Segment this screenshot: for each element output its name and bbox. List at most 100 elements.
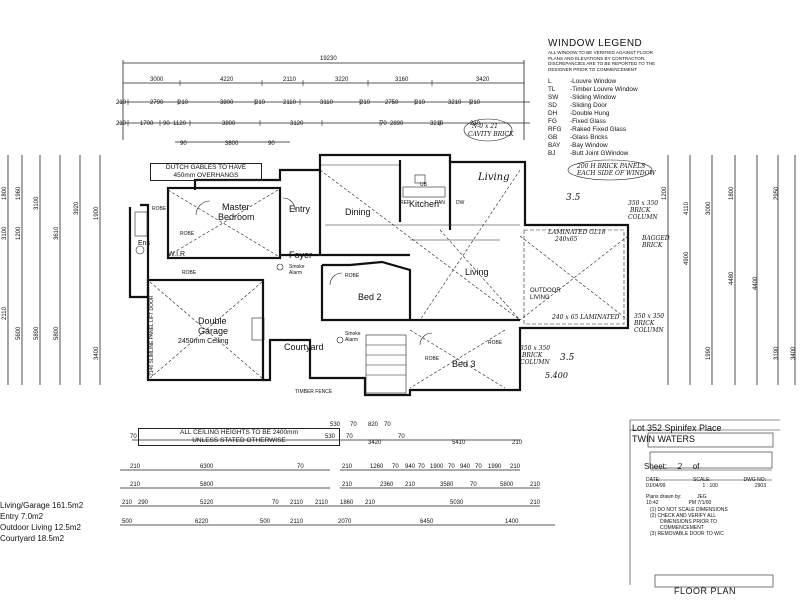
dim-right-6: 4480 — [729, 271, 735, 285]
dim-right-10: 3400 — [791, 346, 797, 360]
dim-r2-7: 210 — [360, 100, 371, 106]
note-gables-line: 450mm OVERHANGS — [173, 172, 239, 179]
cloud-note-cavity — [463, 118, 513, 142]
note-col-a3: COLUMN — [628, 214, 658, 221]
dim-b4-4: 2070 — [338, 519, 352, 525]
label-garage-door: 2146 SLIMLINE PANEL LIFT DOOR — [149, 295, 155, 376]
scale-label: SCALE: — [693, 477, 711, 483]
dim-b2-4: 210 — [405, 482, 416, 488]
dim-left-11: 5800 — [54, 326, 60, 340]
note-col-b2: BRICK — [633, 320, 655, 327]
label-robe-1: ROBE — [152, 206, 167, 212]
note-col-c1: 350 x 350 — [520, 345, 550, 352]
legend-code: TL — [548, 86, 556, 94]
dim-b3-8: 5030 — [450, 500, 464, 506]
print-date: PM 7/1/00 — [688, 500, 712, 506]
dim-ub-9: 5410 — [452, 440, 466, 446]
sheet-of-label: of — [692, 462, 700, 471]
drawing-rect — [414, 174, 426, 184]
dim-b1-9: 70 — [448, 464, 455, 470]
dim-b1-4: 1260 — [370, 464, 384, 470]
legend-code: FG — [548, 118, 557, 126]
dim-b2-2: 210 — [342, 482, 353, 488]
dim-b3-5: 2110 — [315, 500, 329, 506]
drawing-line — [167, 189, 279, 257]
dim-r3-0: 210 — [116, 121, 127, 127]
dim-b1-6: 940 — [405, 464, 416, 470]
room-entry: Entry — [289, 204, 311, 214]
note-ceiling-heights: ALL CEILING HEIGHTS TO BE 2400mm UNLESS … — [138, 428, 340, 446]
drawing-rect — [647, 432, 774, 448]
label-smoke-1: Smoke — [289, 264, 305, 270]
dim-b4-1: 6220 — [195, 519, 209, 525]
label-robe-6: ROBE — [425, 356, 440, 362]
dim-b3-7: 210 — [365, 500, 376, 506]
dim-ub-0: 70 — [130, 434, 137, 440]
room-bed3: Bed 3 — [452, 359, 476, 369]
area-item: Courtyard 18.5m2 — [0, 534, 65, 543]
dim-b3-4: 2110 — [290, 500, 304, 506]
drawing-path — [195, 200, 211, 216]
dim-ub-3: 820 — [368, 422, 379, 428]
drawn-by-value: JEG — [696, 494, 707, 500]
legend-code: BJ — [548, 150, 556, 158]
dim-right-4: 4900 — [684, 251, 690, 265]
legend-code: BAY — [548, 142, 561, 150]
sheet-number: Sheet: 2 of — [644, 462, 699, 471]
legend-item: SD-Sliding Door — [548, 102, 698, 110]
dim-b1-10: 940 — [460, 464, 471, 470]
dim-b2-3: 2360 — [380, 482, 394, 488]
dim-b1-12: 1990 — [488, 464, 502, 470]
dim-left-10: 5890 — [34, 326, 40, 340]
dim-r3-5: 3120 — [290, 121, 304, 127]
date-label: DATE: — [646, 477, 661, 483]
room-dining: Dining — [345, 207, 371, 217]
dim-right-8: 1990 — [706, 346, 712, 360]
dim-b3-3: 70 — [272, 500, 279, 506]
label-smoke-3: Smoke — [345, 331, 361, 337]
drawn-by-label: Plans drawn by: — [646, 494, 682, 500]
wall-ensuite — [128, 203, 150, 299]
legend-item: BAY-Bay Window — [548, 142, 698, 150]
room-kitchen: Kitchen — [409, 199, 439, 209]
note-beam-2: EACH SIDE OF WINDOW — [576, 170, 657, 177]
dim-b4-0: 500 — [122, 519, 133, 525]
room-master-line1: Master — [222, 202, 250, 212]
dim-ub-8: 70 — [398, 434, 405, 440]
label-robe-3: ROBE — [182, 270, 197, 276]
dim-left-2: 2110 — [2, 306, 8, 320]
note-bagged-1: BAGGED — [641, 235, 670, 242]
room-living: Living — [465, 267, 489, 277]
dim-b4-3: 2110 — [290, 519, 304, 525]
drawing-rect — [649, 451, 773, 469]
note-col-c3: COLUMN — [520, 359, 550, 366]
room-foyer: Foyer — [289, 250, 312, 260]
drawing-line — [519, 235, 629, 321]
floor-plan-label-box — [654, 574, 774, 588]
legend-code: GB — [548, 134, 558, 142]
dim-right-7: 4400 — [753, 276, 759, 290]
legend-desc: -Fixed Glass — [570, 118, 606, 126]
legend-item: GB-Glass Bricks — [548, 134, 698, 142]
legend-note-line: DISCREPANCIES ARE TO BE REPORTED TO THE — [548, 61, 656, 67]
drawing-line — [419, 169, 521, 321]
dim-b2-8: 210 — [530, 482, 541, 488]
note-col-a2: BRICK — [629, 207, 651, 214]
note-ceiling-line: ALL CEILING HEIGHTS TO BE 2400mm — [179, 429, 298, 436]
dim-ub-5: 530 — [325, 434, 336, 440]
dim-r3-8: 3210 — [430, 121, 444, 127]
note-gables-line: DUTCH GABLES TO HAVE — [165, 164, 247, 171]
legend-desc: -Timber Louvre Window — [570, 86, 638, 94]
dim-b2-6: 70 — [470, 482, 477, 488]
scale-value: 1 : 100 — [702, 483, 718, 489]
dim-r2-4: 210 — [255, 100, 266, 106]
legend-desc: -Sliding Window — [570, 94, 616, 102]
dim-r1-5: 3420 — [476, 77, 490, 83]
title-note-line: (3) REMOVABLE DOOR TO W/C — [650, 531, 724, 537]
dim-b3-6: 1860 — [340, 500, 354, 506]
label-dw: DW — [456, 200, 465, 206]
dim-r1-0: 3000 — [150, 77, 164, 83]
ensuite-fixture — [134, 211, 148, 237]
note-lam-bottom: 240 x 65 LAMINATED — [551, 314, 620, 321]
